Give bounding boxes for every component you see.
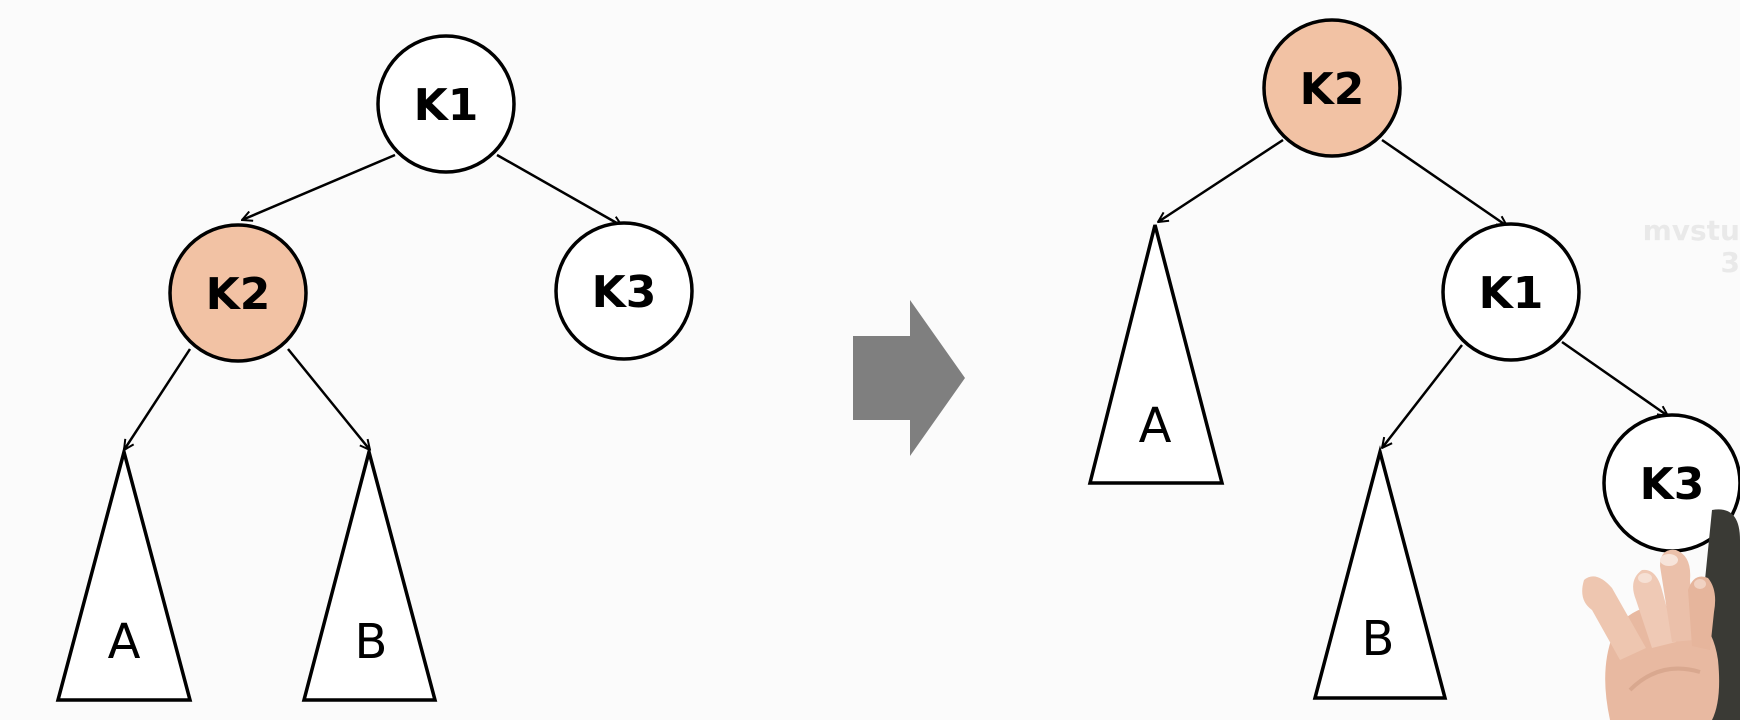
edge-k1-b-after	[1382, 344, 1463, 448]
before-tree: K1 K2 K3 A B	[55, 34, 694, 702]
node-k2-after: K2	[1262, 18, 1402, 158]
node-k2-after-label: K2	[1300, 64, 1365, 115]
subtree-b: B	[301, 445, 438, 702]
edge-k1-k2	[242, 153, 396, 220]
edge-k2-b	[287, 348, 370, 450]
right-arrow-icon	[853, 300, 965, 456]
node-k3: K3	[554, 221, 694, 361]
node-k2: K2	[168, 223, 308, 363]
node-k3-after-label: K3	[1640, 459, 1705, 510]
node-k1-label: K1	[414, 80, 479, 131]
subtree-a: A	[55, 445, 193, 702]
subtree-b-after: B	[1312, 445, 1448, 700]
watermark-line-1: mvstu	[1643, 214, 1740, 247]
hand-icon	[1582, 509, 1740, 720]
subtree-a-label: A	[108, 614, 141, 670]
edge-k2-a-after	[1158, 138, 1284, 222]
edge-k1-k3-after	[1561, 340, 1668, 416]
after-tree: K2 K1 K3 A B	[1087, 18, 1740, 700]
node-k1-after: K1	[1441, 222, 1581, 362]
subtree-b-label: B	[355, 614, 388, 670]
node-k2-label: K2	[206, 269, 271, 320]
watermark: mvstu 3	[1643, 214, 1740, 279]
subtree-b-after-label: B	[1362, 611, 1395, 667]
subtree-a-after-label: A	[1139, 398, 1172, 454]
node-k1-after-label: K1	[1479, 268, 1544, 319]
node-k3-label: K3	[592, 267, 657, 318]
edge-k2-a	[124, 348, 192, 450]
edge-k2-k1-after	[1381, 138, 1507, 226]
watermark-line-2: 3	[1721, 246, 1740, 279]
subtree-a-after: A	[1087, 224, 1225, 485]
node-k3-after: K3	[1602, 413, 1740, 553]
node-k1: K1	[376, 34, 516, 174]
edge-k1-k3	[496, 153, 622, 226]
